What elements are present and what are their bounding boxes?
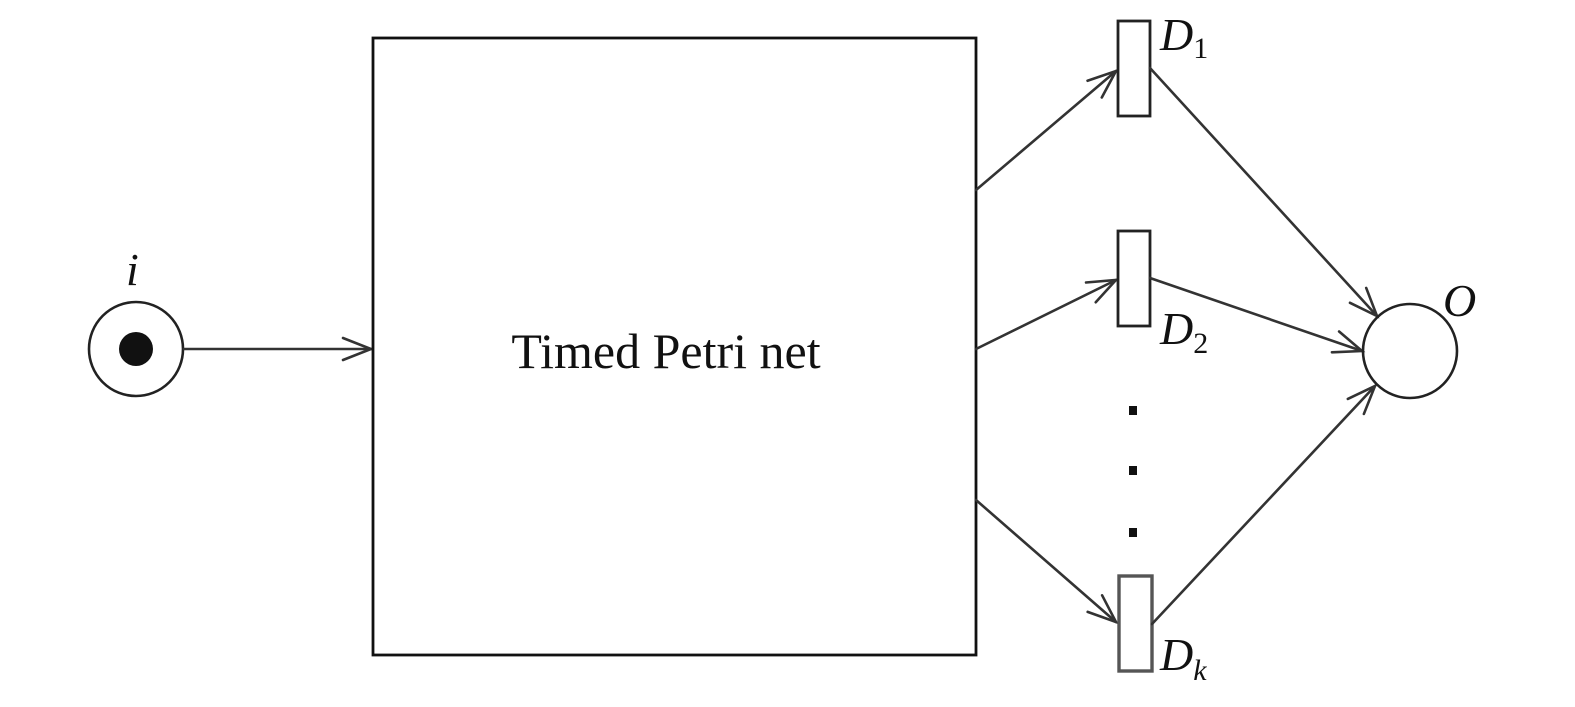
output-place-circle xyxy=(1361,302,1459,400)
transition-dk: Dk xyxy=(1117,574,1207,687)
token-dot xyxy=(119,332,153,366)
arc-dk-to-output xyxy=(1150,383,1378,626)
arc-box-to-d2 xyxy=(974,278,1120,351)
box-label: Timed Petri net xyxy=(511,323,820,379)
arc-box-to-d1 xyxy=(974,68,1119,192)
timed-petri-net-box: Timed Petri net xyxy=(371,36,978,657)
transition-dk-bar xyxy=(1117,574,1154,673)
arc-d1-to-output xyxy=(1148,66,1380,319)
transition-d1-bar xyxy=(1116,19,1152,118)
ellipsis-dot-1 xyxy=(1129,406,1137,415)
output-place: O xyxy=(1361,275,1476,400)
box-rect xyxy=(371,36,978,657)
arc-d2-to-output xyxy=(1148,276,1366,354)
transition-d1: D1 xyxy=(1116,9,1208,118)
arc-box-to-dk xyxy=(974,498,1119,625)
transition-d1-label: D1 xyxy=(1159,9,1208,65)
transition-d2: D2 xyxy=(1116,229,1208,360)
ellipsis-dot-3 xyxy=(1129,528,1137,537)
vertical-ellipsis xyxy=(1129,406,1137,537)
transition-d2-label: D2 xyxy=(1159,303,1208,360)
transition-dk-label: Dk xyxy=(1159,629,1207,687)
input-place-label: i xyxy=(126,244,139,295)
input-place: i xyxy=(87,244,185,398)
output-place-label: O xyxy=(1443,275,1476,326)
transition-d2-bar xyxy=(1116,229,1152,328)
ellipsis-dot-2 xyxy=(1129,466,1137,475)
